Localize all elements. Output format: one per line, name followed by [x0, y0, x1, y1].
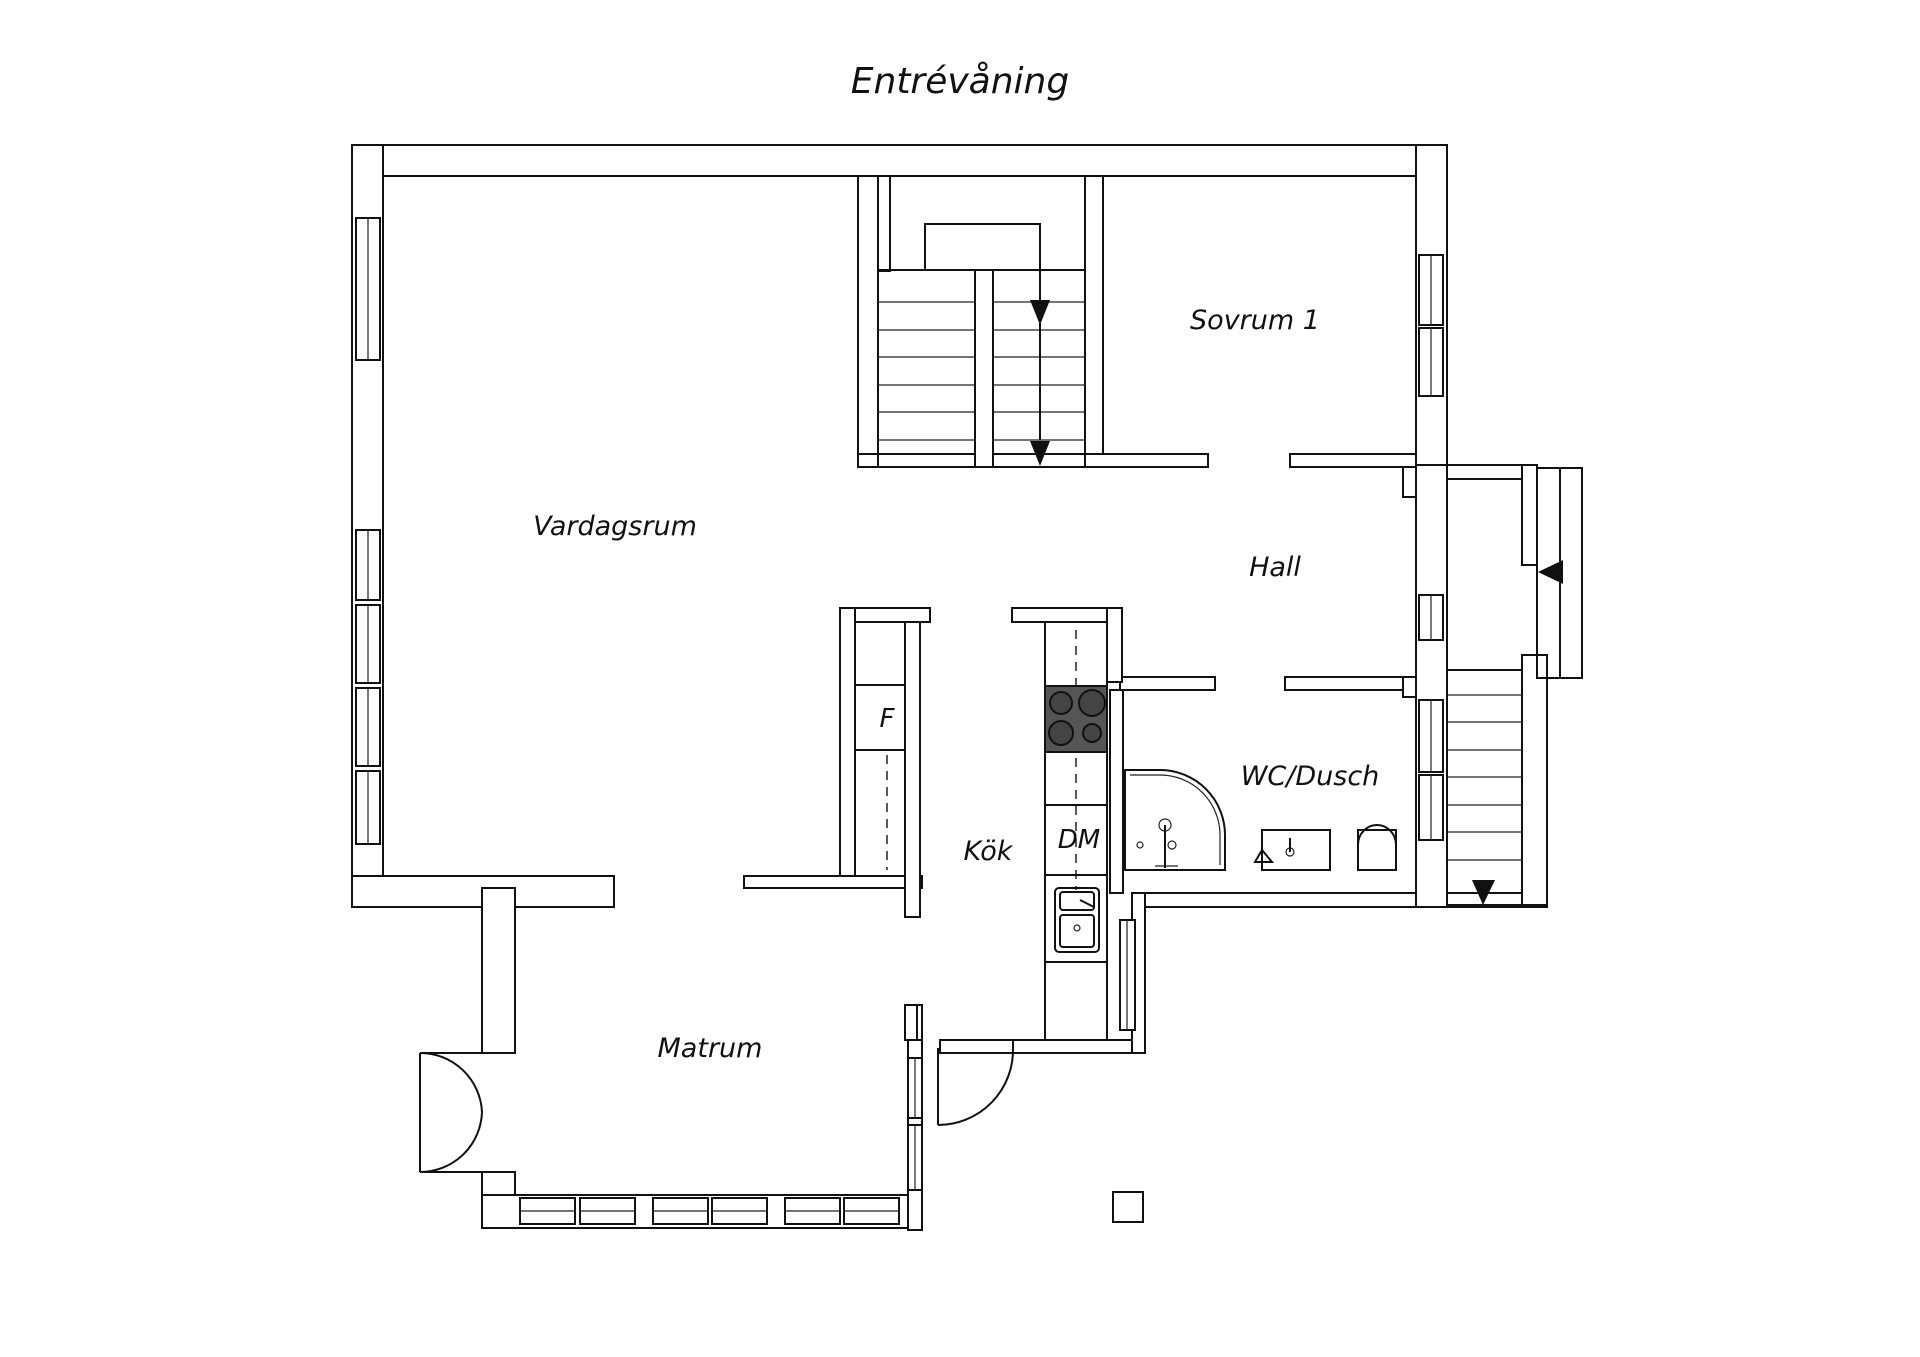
- room-label-hall: Hall: [1249, 552, 1301, 583]
- fridge-label: F: [880, 704, 896, 734]
- main-staircase: [877, 223, 1086, 468]
- plan-title: Entrévåning: [851, 61, 1069, 102]
- stair-down-arrow-icon: [1030, 441, 1050, 466]
- stair-down-arrow-icon: [1472, 880, 1495, 905]
- washbasin-icon: [1253, 829, 1331, 871]
- room-labels: Vardagsrum Sovrum 1 Hall WC/Dusch Kök Ma…: [533, 305, 1379, 1064]
- kitchen-sink-icon: [1054, 887, 1100, 953]
- toilet-icon: [1357, 824, 1397, 871]
- room-label-kok: Kök: [964, 836, 1014, 867]
- outdoor-post: [1112, 1191, 1144, 1223]
- stair-down-arrow-icon: [1030, 300, 1050, 325]
- entrance-steps: [1446, 467, 1583, 906]
- shower-icon: [1124, 769, 1226, 871]
- kitchen: [854, 621, 1108, 1041]
- interior-walls: [839, 175, 1417, 1041]
- entry-arrow-icon: [1538, 560, 1563, 584]
- room-label-matrum: Matrum: [658, 1033, 763, 1064]
- windows: [355, 217, 1444, 1225]
- bathroom-fixtures: [1124, 769, 1397, 871]
- room-label-vardagsrum: Vardagsrum: [533, 511, 697, 542]
- dishwasher-label: DM: [1058, 825, 1100, 855]
- room-label-sovrum: Sovrum 1: [1190, 305, 1320, 336]
- doors: [419, 1040, 1015, 1173]
- room-label-wc: WC/Dusch: [1241, 761, 1380, 792]
